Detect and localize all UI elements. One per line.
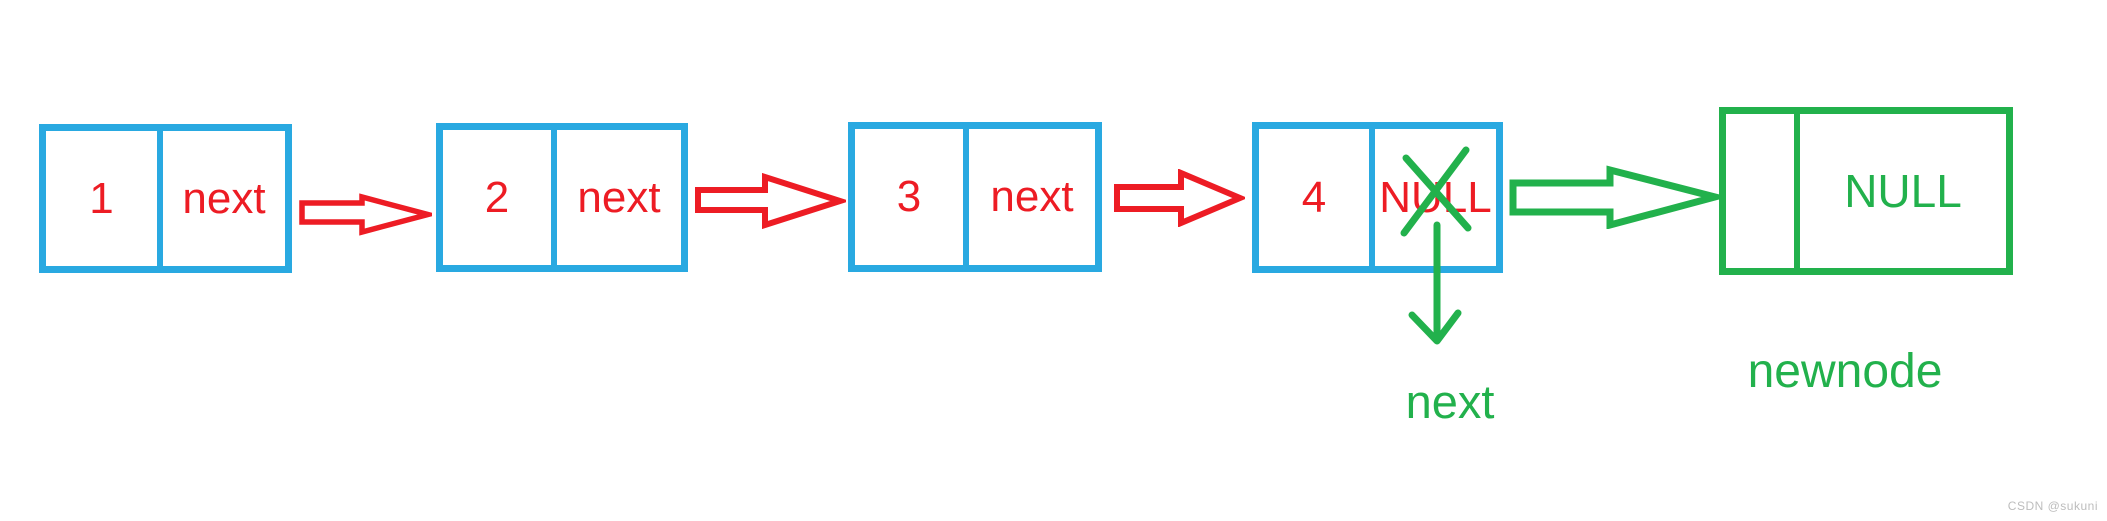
new-node-pointer-null: NULL — [1844, 165, 1962, 217]
node-3-pointer: next — [990, 172, 1074, 221]
node-2-value: 2 — [443, 130, 557, 265]
new-node-box: NULL — [1719, 107, 2013, 275]
green-arrow-node4-to-newnode — [1509, 165, 1719, 229]
red-arrow-node1-to-node2 — [299, 193, 432, 236]
next-pointer-annotation: next — [1405, 375, 1495, 428]
list-node-3: 3 next — [848, 122, 1102, 272]
node-1-value: 1 — [46, 131, 163, 266]
list-node-1: 1 next — [39, 124, 292, 273]
red-arrow-node2-to-node3 — [695, 173, 846, 229]
watermark: CSDN @sukuni — [2007, 499, 2098, 513]
node-4-value: 4 — [1259, 129, 1375, 266]
new-node-data-cell — [1726, 114, 1800, 268]
node-3-value: 3 — [855, 129, 969, 265]
node-2-pointer: next — [577, 172, 661, 222]
green-down-arrow — [1408, 221, 1462, 345]
red-arrow-node3-to-node4 — [1114, 169, 1245, 227]
node-1-pointer: next — [182, 173, 266, 223]
green-cross-out-x-icon — [1400, 146, 1472, 237]
list-node-4: 4 NULL — [1252, 122, 1503, 273]
new-node-caption: newnode — [1747, 345, 1943, 398]
list-node-2: 2 next — [436, 123, 688, 272]
node-4-pointer-null: NULL — [1379, 172, 1492, 222]
